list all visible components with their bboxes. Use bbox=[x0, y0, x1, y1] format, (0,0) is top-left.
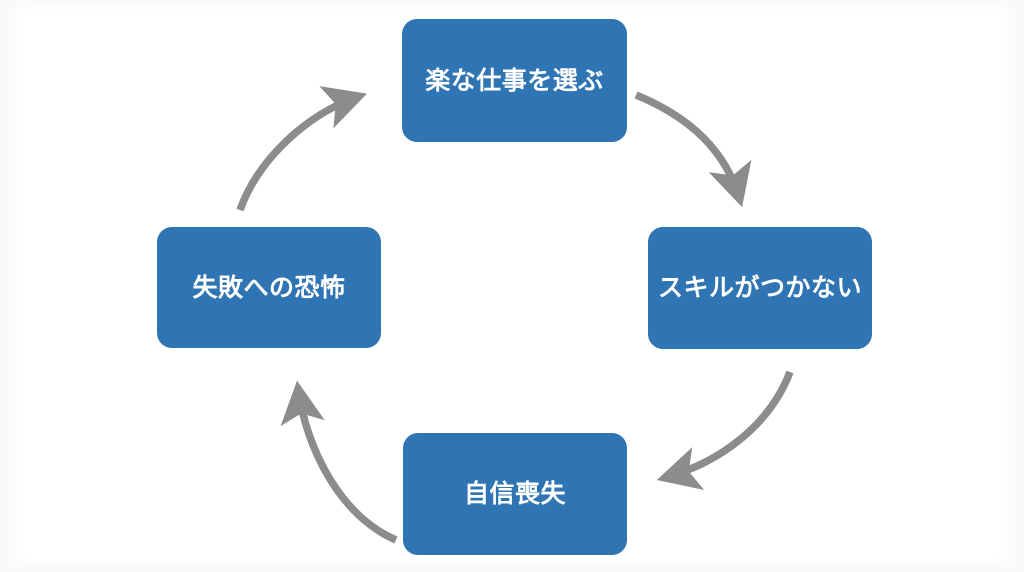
cycle-node-right[interactable]: スキルがつかない bbox=[648, 227, 872, 349]
arrow-right-to-bottom bbox=[656, 370, 794, 491]
arrow-top-to-right bbox=[634, 91, 752, 208]
arrow-left-to-top bbox=[236, 86, 368, 212]
arrow-bottom-to-left bbox=[280, 380, 398, 544]
cycle-node-right-label: スキルがつかない bbox=[657, 273, 862, 302]
cycle-node-bottom-label: 自信喪失 bbox=[463, 479, 566, 508]
cycle-node-top-label: 楽な仕事を選ぶ bbox=[425, 65, 604, 95]
cycle-node-top[interactable]: 楽な仕事を選ぶ bbox=[402, 19, 627, 142]
cycle-node-left-label: 失敗への恐怖 bbox=[192, 272, 346, 302]
cycle-node-left[interactable]: 失敗への恐怖 bbox=[157, 227, 381, 348]
cycle-node-bottom[interactable]: 自信喪失 bbox=[403, 433, 627, 555]
